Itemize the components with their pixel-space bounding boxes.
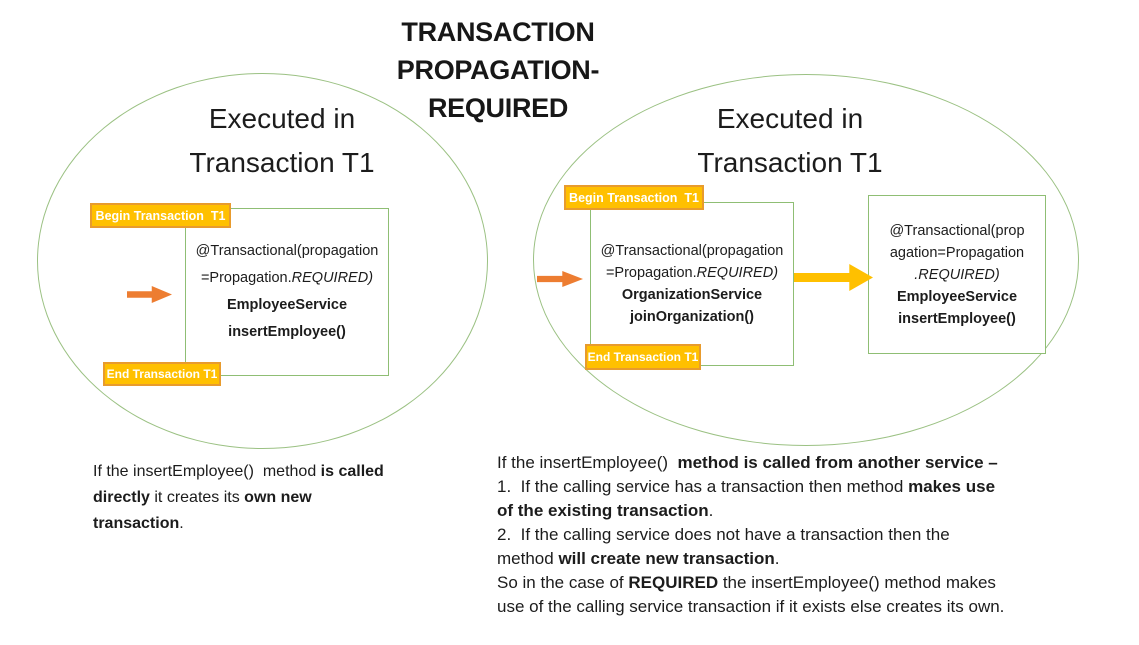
title-line-2: REQUIRED [427, 93, 569, 123]
left-note: If the insertEmployee() method is called… [93, 463, 384, 532]
right-transaction-ellipse [533, 74, 1079, 446]
right-heading-line-1: Executed in [716, 103, 864, 134]
organization-service-box: @Transactional(propagation=Propagation.R… [590, 202, 794, 366]
left-service-box: @Transactional(propagation=Propagation.R… [185, 208, 389, 376]
diagram-title: TRANSACTION PROPAGATION- REQUIRED [298, 13, 698, 127]
left-heading-line-1: Executed in [208, 103, 356, 134]
left-ellipse-heading: Executed in Transaction T1 [62, 97, 502, 185]
left-end-transaction-label: End Transaction T1 [103, 362, 221, 386]
left-begin-transaction-label: Begin Transaction T1 [90, 203, 231, 228]
organization-service-box-text: @Transactional(propagation=Propagation.R… [600, 243, 784, 325]
left-heading-line-2: Transaction T1 [189, 147, 375, 178]
right-call-arrow-icon [537, 271, 583, 287]
left-transaction-ellipse [37, 73, 488, 449]
right-begin-transaction-label: Begin Transaction T1 [564, 185, 704, 210]
title-line-1: TRANSACTION PROPAGATION- [396, 17, 600, 85]
left-call-arrow-icon [127, 286, 172, 303]
left-service-box-text: @Transactional(propagation=Propagation.R… [195, 243, 379, 340]
right-heading-line-2: Transaction T1 [697, 147, 883, 178]
service-to-service-arrow-icon [794, 264, 873, 291]
right-end-transaction-label: End Transaction T1 [585, 344, 701, 370]
right-ellipse-heading: Executed in Transaction T1 [560, 97, 1020, 185]
right-note: If the insertEmployee() method is called… [497, 453, 1005, 616]
